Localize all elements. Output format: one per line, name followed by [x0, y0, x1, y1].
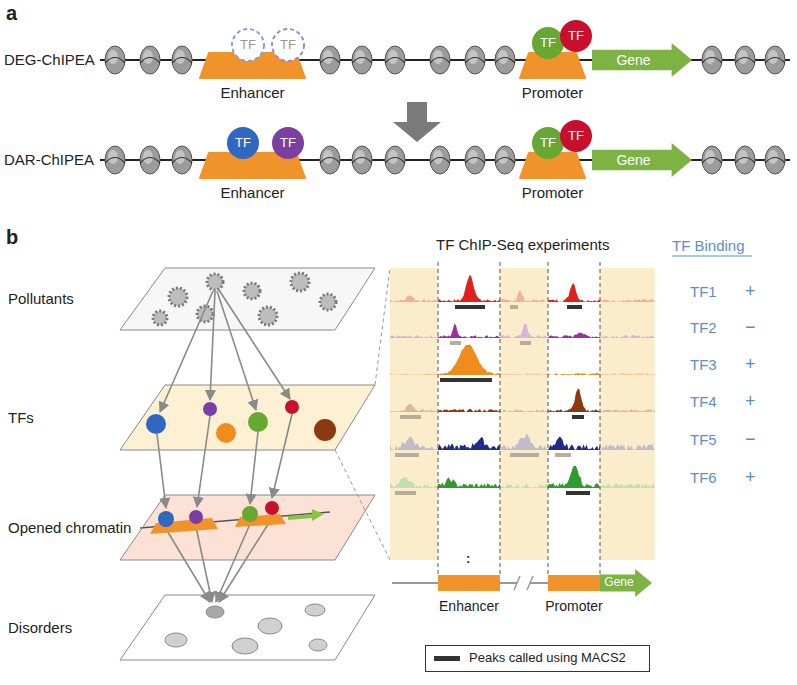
annotation-label: TF4 — [690, 393, 717, 410]
regulatory-region: Promoter — [539, 575, 609, 615]
node-label: Promoter — [545, 598, 603, 614]
pollutant-particles — [153, 273, 336, 325]
node-label: Gene — [604, 576, 633, 590]
annotation-label: TF1 — [690, 283, 717, 300]
gene-arrow: Gene — [592, 143, 692, 177]
binding-sign: + — [745, 281, 756, 302]
influence-arrows — [157, 290, 292, 602]
node-label: Gene — [616, 152, 650, 168]
legend-swatch — [434, 656, 460, 661]
open-chromatin — [140, 501, 330, 534]
gene-arrow: Gene — [600, 569, 652, 597]
tf-circles — [146, 400, 336, 443]
legend-label: Peaks called using MACS2 — [469, 651, 626, 666]
node-label: Promoter — [522, 184, 584, 201]
node-label: Enhancer — [220, 184, 284, 201]
legend-box: Peaks called using MACS2 — [425, 645, 650, 672]
panel-letter: a — [6, 2, 17, 25]
plane-fill — [120, 595, 375, 660]
node-label: TF — [240, 38, 256, 53]
annotation-label: TF ChIP-Seq experiments — [436, 236, 609, 253]
node-label: Disorders — [8, 619, 72, 636]
tf-circle: TF — [271, 126, 305, 160]
gene-arrow: Gene — [592, 43, 692, 77]
node-label: TF — [568, 129, 584, 144]
node-label: Pollutants — [8, 290, 74, 307]
annotation-label: TF3 — [690, 356, 717, 373]
node-label: TFs — [8, 409, 34, 426]
regulatory-region: Enhancer — [200, 152, 305, 202]
heading-underline — [672, 256, 752, 257]
panel-letter: b — [6, 226, 18, 249]
tf-circle: TF — [271, 28, 305, 62]
node-label: TF — [540, 136, 556, 151]
disorder-dots — [165, 604, 327, 654]
layer-plane: Disorders — [5, 595, 380, 660]
region-guides — [438, 262, 600, 574]
dna-strand — [100, 159, 790, 161]
binding-sign: + — [745, 391, 756, 412]
zoom-line — [375, 268, 390, 385]
annotation-label: DEG-ChIPEA — [4, 51, 95, 68]
regulatory-region: Enhancer — [434, 575, 504, 615]
node-label: Opened chromatin — [8, 519, 131, 536]
binding-sign: + — [745, 354, 756, 375]
nucleosomes — [105, 46, 785, 174]
tf-circle: TF — [531, 26, 565, 60]
annotation-label: TF2 — [690, 319, 717, 336]
tf-circle: TF — [559, 19, 593, 53]
node-label: TF — [280, 38, 296, 53]
dna-strand — [100, 59, 790, 61]
plane-fill — [120, 385, 375, 450]
annotation-label: : — [466, 552, 470, 567]
annotation-label: DAR-ChIPEA — [4, 151, 94, 168]
plane-fill — [120, 495, 375, 560]
tf-circle: TF — [226, 126, 260, 160]
layer-plane: Pollutants — [5, 268, 380, 330]
regulatory-region: Promoter — [510, 52, 595, 102]
chip-seq-tracks — [390, 276, 655, 495]
gene-locus-line — [392, 576, 600, 590]
annotation-label: TF5 — [690, 431, 717, 448]
regulatory-region: Enhancer — [200, 52, 305, 102]
layer-plane: TFs — [5, 385, 380, 450]
annotation-label: TF6 — [690, 469, 717, 486]
track-background — [390, 268, 655, 560]
node-label: Promoter — [522, 84, 584, 101]
node-label: Gene — [616, 52, 650, 68]
node-label: Enhancer — [439, 598, 499, 614]
binding-sign: − — [745, 429, 756, 450]
binding-sign: + — [745, 467, 756, 488]
promoter-column — [548, 268, 600, 560]
annotation-label: TF Binding — [672, 237, 745, 254]
binding-sign: − — [745, 317, 756, 338]
zoom-line — [335, 450, 390, 560]
transition-arrow — [393, 102, 441, 142]
node-label: TF — [235, 136, 251, 151]
enhancer-column — [438, 268, 500, 560]
layer-plane: Opened chromatin — [5, 495, 380, 560]
regulatory-region: Promoter — [510, 152, 595, 202]
plane-fill — [120, 268, 375, 330]
tf-circle: TF — [559, 119, 593, 153]
tf-circle: TF — [531, 126, 565, 160]
tf-circle: TF — [231, 28, 265, 62]
node-label: TF — [280, 136, 296, 151]
node-label: Enhancer — [220, 84, 284, 101]
node-label: TF — [540, 36, 556, 51]
node-label: TF — [568, 29, 584, 44]
